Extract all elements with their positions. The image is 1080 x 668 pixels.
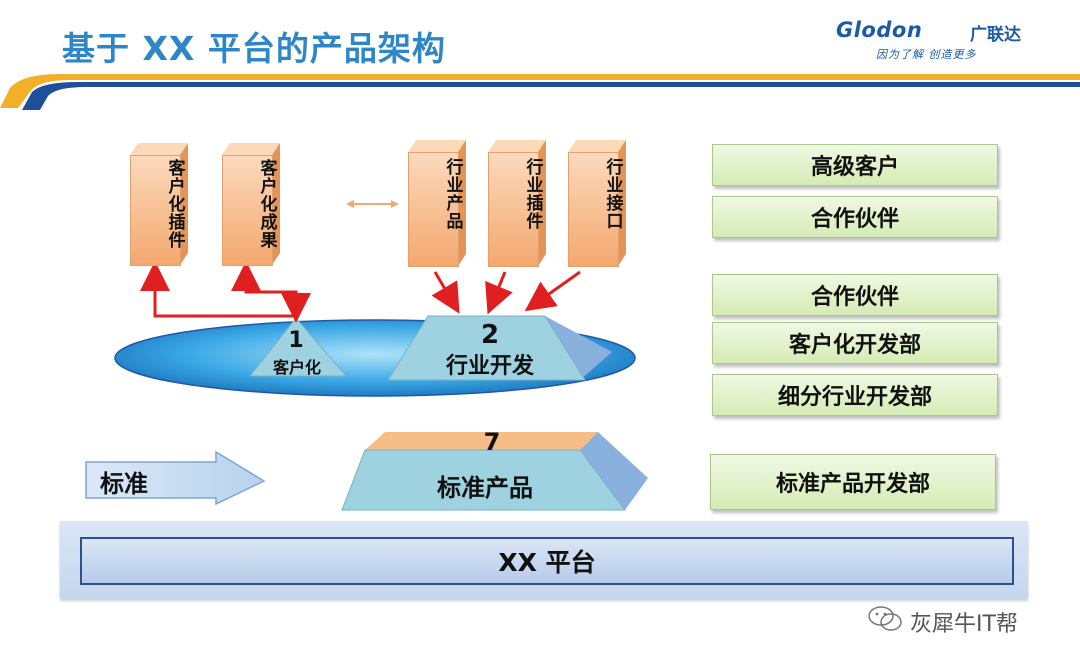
logo-en-text: Glodon: [836, 18, 923, 42]
role-customization-dept: 客户化开发部: [712, 322, 998, 364]
standard-arrow-label: 标准: [100, 470, 148, 498]
industry-number: 2: [480, 320, 500, 350]
wechat-icon: [868, 606, 902, 631]
customization-label: 客户化: [272, 358, 321, 377]
role-senior-customer: 高级客户: [712, 144, 998, 186]
watermark-text: 灰犀牛IT帮: [910, 612, 1018, 637]
arrow-industry-plugin: [485, 271, 513, 315]
customization-number: 1: [288, 328, 304, 353]
standard-label: 标准产品: [437, 474, 533, 502]
standard-big-arrow: [85, 450, 266, 506]
box-label: 行业接口: [602, 158, 623, 230]
glodon-logo: Glodon 广联达 因为了解 创造更多: [836, 18, 1036, 66]
standard-number: 7: [483, 428, 501, 456]
standard-trapezoid-side: [580, 432, 648, 510]
box-label: 客户化成果: [256, 159, 277, 249]
box-label: 客户化插件: [164, 159, 185, 249]
industry-trapezoid-front: [387, 315, 586, 381]
page-title: 基于 XX 平台的产品架构: [62, 29, 446, 68]
header-swoosh-decoration: [0, 74, 1080, 110]
role-segment-industry-dept: 细分行业开发部: [712, 374, 998, 416]
box-label: 行业产品: [442, 158, 463, 230]
box-industry-interface: 行业接口: [568, 140, 628, 268]
role-standard-product-dept: 标准产品开发部: [710, 454, 996, 510]
box-customization-plugin: 客户化插件: [130, 143, 190, 266]
arrow-customization-plugin: [140, 261, 298, 318]
box-customization-result: 客户化成果: [222, 143, 282, 266]
industry-label: 行业开发: [445, 354, 534, 379]
standard-trapezoid-front: [341, 449, 626, 511]
double-arrow-orange: [346, 200, 399, 208]
standard-trapezoid-top: [365, 432, 598, 450]
arrow-industry-product: [431, 271, 460, 314]
role-partner-1: 合作伙伴: [712, 196, 998, 238]
logo-slogan: 因为了解 创造更多: [876, 48, 977, 61]
customization-triangle: [248, 317, 348, 377]
arrow-customization-result: [231, 261, 311, 323]
arrow-industry-interface: [524, 270, 581, 312]
box-industry-plugin: 行业插件: [488, 140, 548, 268]
platform-bar: XX 平台: [80, 537, 1014, 585]
role-partner-2: 合作伙伴: [712, 274, 998, 316]
logo-cn-text: 广联达: [970, 25, 1021, 45]
box-label: 行业插件: [522, 158, 543, 230]
box-industry-product: 行业产品: [408, 140, 468, 268]
